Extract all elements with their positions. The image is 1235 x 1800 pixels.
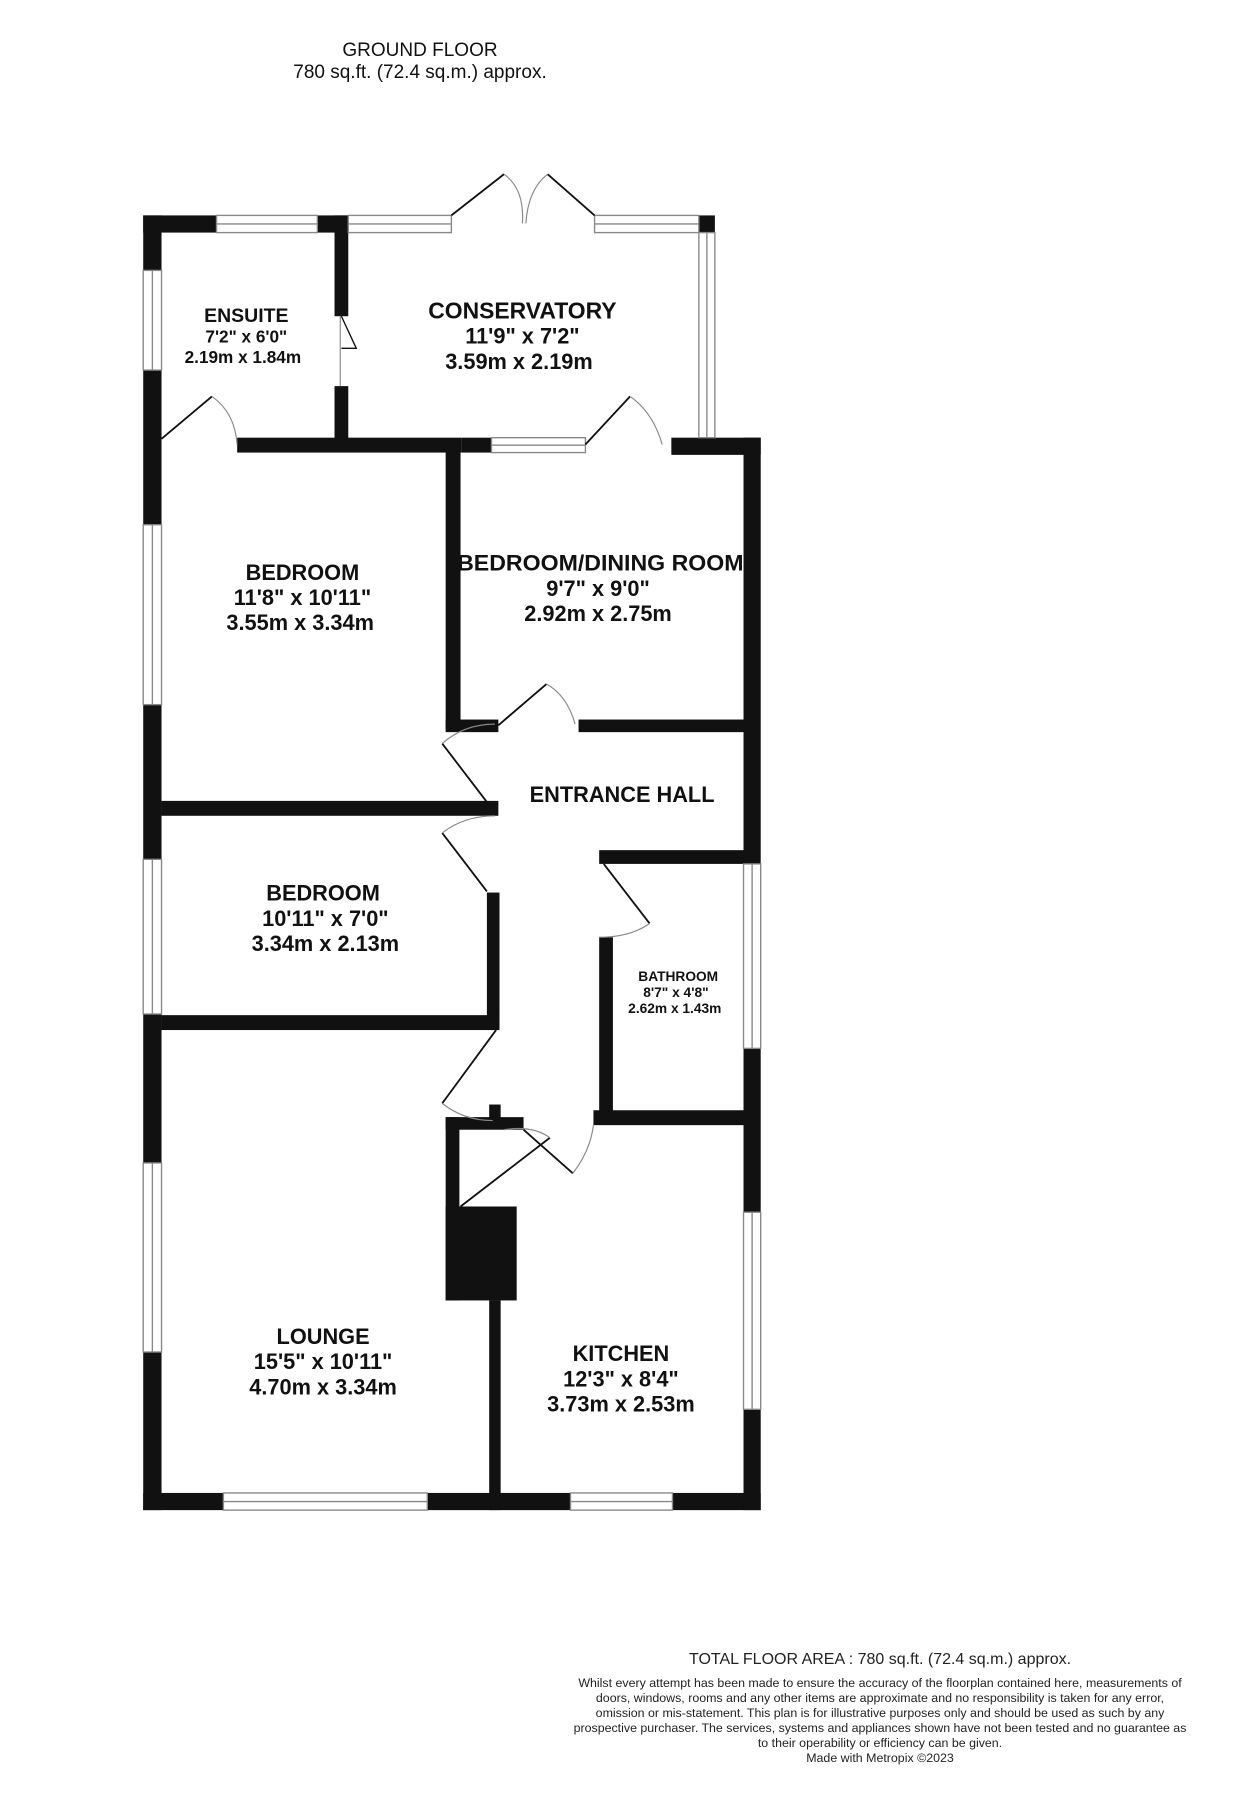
room-name: BEDROOM <box>246 560 360 585</box>
room-kitchen: KITCHEN 12'3" x 8'4" 3.73m x 2.53m <box>547 1341 695 1416</box>
room-name: ENTRANCE HALL <box>530 782 715 807</box>
room-labels: ENSUITE 7'2" x 6'0" 2.19m x 1.84m CONSER… <box>185 298 744 1417</box>
room-imperial: 9'7" x 9'0" <box>546 576 650 601</box>
room-name: BEDROOM <box>266 881 380 906</box>
room-imperial: 15'5" x 10'11" <box>254 1349 393 1374</box>
doors <box>160 173 663 1208</box>
room-name: BEDROOM/DINING ROOM <box>457 551 743 576</box>
room-imperial: 8'7" x 4'8" <box>643 985 708 1000</box>
room-imperial: 11'8" x 10'11" <box>234 585 371 610</box>
room-name: BATHROOM <box>638 969 718 984</box>
room-name: LOUNGE <box>277 1324 370 1349</box>
room-name: CONSERVATORY <box>428 298 616 324</box>
room-imperial: 10'11" x 7'0" <box>262 906 389 931</box>
windows <box>142 214 762 1511</box>
room-metric: 2.92m x 2.75m <box>524 601 672 626</box>
room-metric: 3.34m x 2.13m <box>252 931 400 956</box>
room-imperial: 11'9" x 7'2" <box>465 324 579 349</box>
room-conservatory: CONSERVATORY 11'9" x 7'2" 3.59m x 2.19m <box>428 298 616 374</box>
room-entrance-hall: ENTRANCE HALL <box>530 782 715 807</box>
room-metric: 4.70m x 3.34m <box>249 1374 397 1399</box>
room-metric: 3.73m x 2.53m <box>547 1392 695 1417</box>
footer: TOTAL FLOOR AREA : 780 sq.ft. (72.4 sq.m… <box>570 1650 1190 1766</box>
room-imperial: 7'2" x 6'0" <box>205 327 287 347</box>
walls <box>143 215 761 1511</box>
room-name: KITCHEN <box>573 1341 670 1366</box>
room-lounge: LOUNGE 15'5" x 10'11" 4.70m x 3.34m <box>249 1324 397 1399</box>
room-bathroom: BATHROOM 8'7" x 4'8" 2.62m x 1.43m <box>628 969 721 1016</box>
floor-header: GROUND FLOOR 780 sq.ft. (72.4 sq.m.) app… <box>240 40 600 84</box>
floor-area: 780 sq.ft. (72.4 sq.m.) approx. <box>293 62 547 83</box>
room-bedroom-dining: BEDROOM/DINING ROOM 9'7" x 9'0" 2.92m x … <box>457 551 743 626</box>
room-bedroom-2: BEDROOM 10'11" x 7'0" 3.34m x 2.13m <box>252 881 400 956</box>
room-name: ENSUITE <box>204 305 288 327</box>
room-metric: 3.59m x 2.19m <box>445 349 593 374</box>
floor-name: GROUND FLOOR <box>342 40 498 61</box>
credit: Made with Metropix ©2023 <box>806 1751 954 1765</box>
room-metric: 3.55m x 3.34m <box>226 610 374 635</box>
total-floor-area: TOTAL FLOOR AREA : 780 sq.ft. (72.4 sq.m… <box>688 1651 1072 1668</box>
disclaimer: Whilst every attempt has been made to en… <box>573 1676 1187 1750</box>
room-bedroom-1: BEDROOM 11'8" x 10'11" 3.55m x 3.34m <box>226 560 374 635</box>
room-ensuite: ENSUITE 7'2" x 6'0" 2.19m x 1.84m <box>185 305 301 367</box>
room-metric: 2.19m x 1.84m <box>185 347 301 367</box>
room-metric: 2.62m x 1.43m <box>628 1001 721 1016</box>
room-imperial: 12'3" x 8'4" <box>563 1366 679 1391</box>
